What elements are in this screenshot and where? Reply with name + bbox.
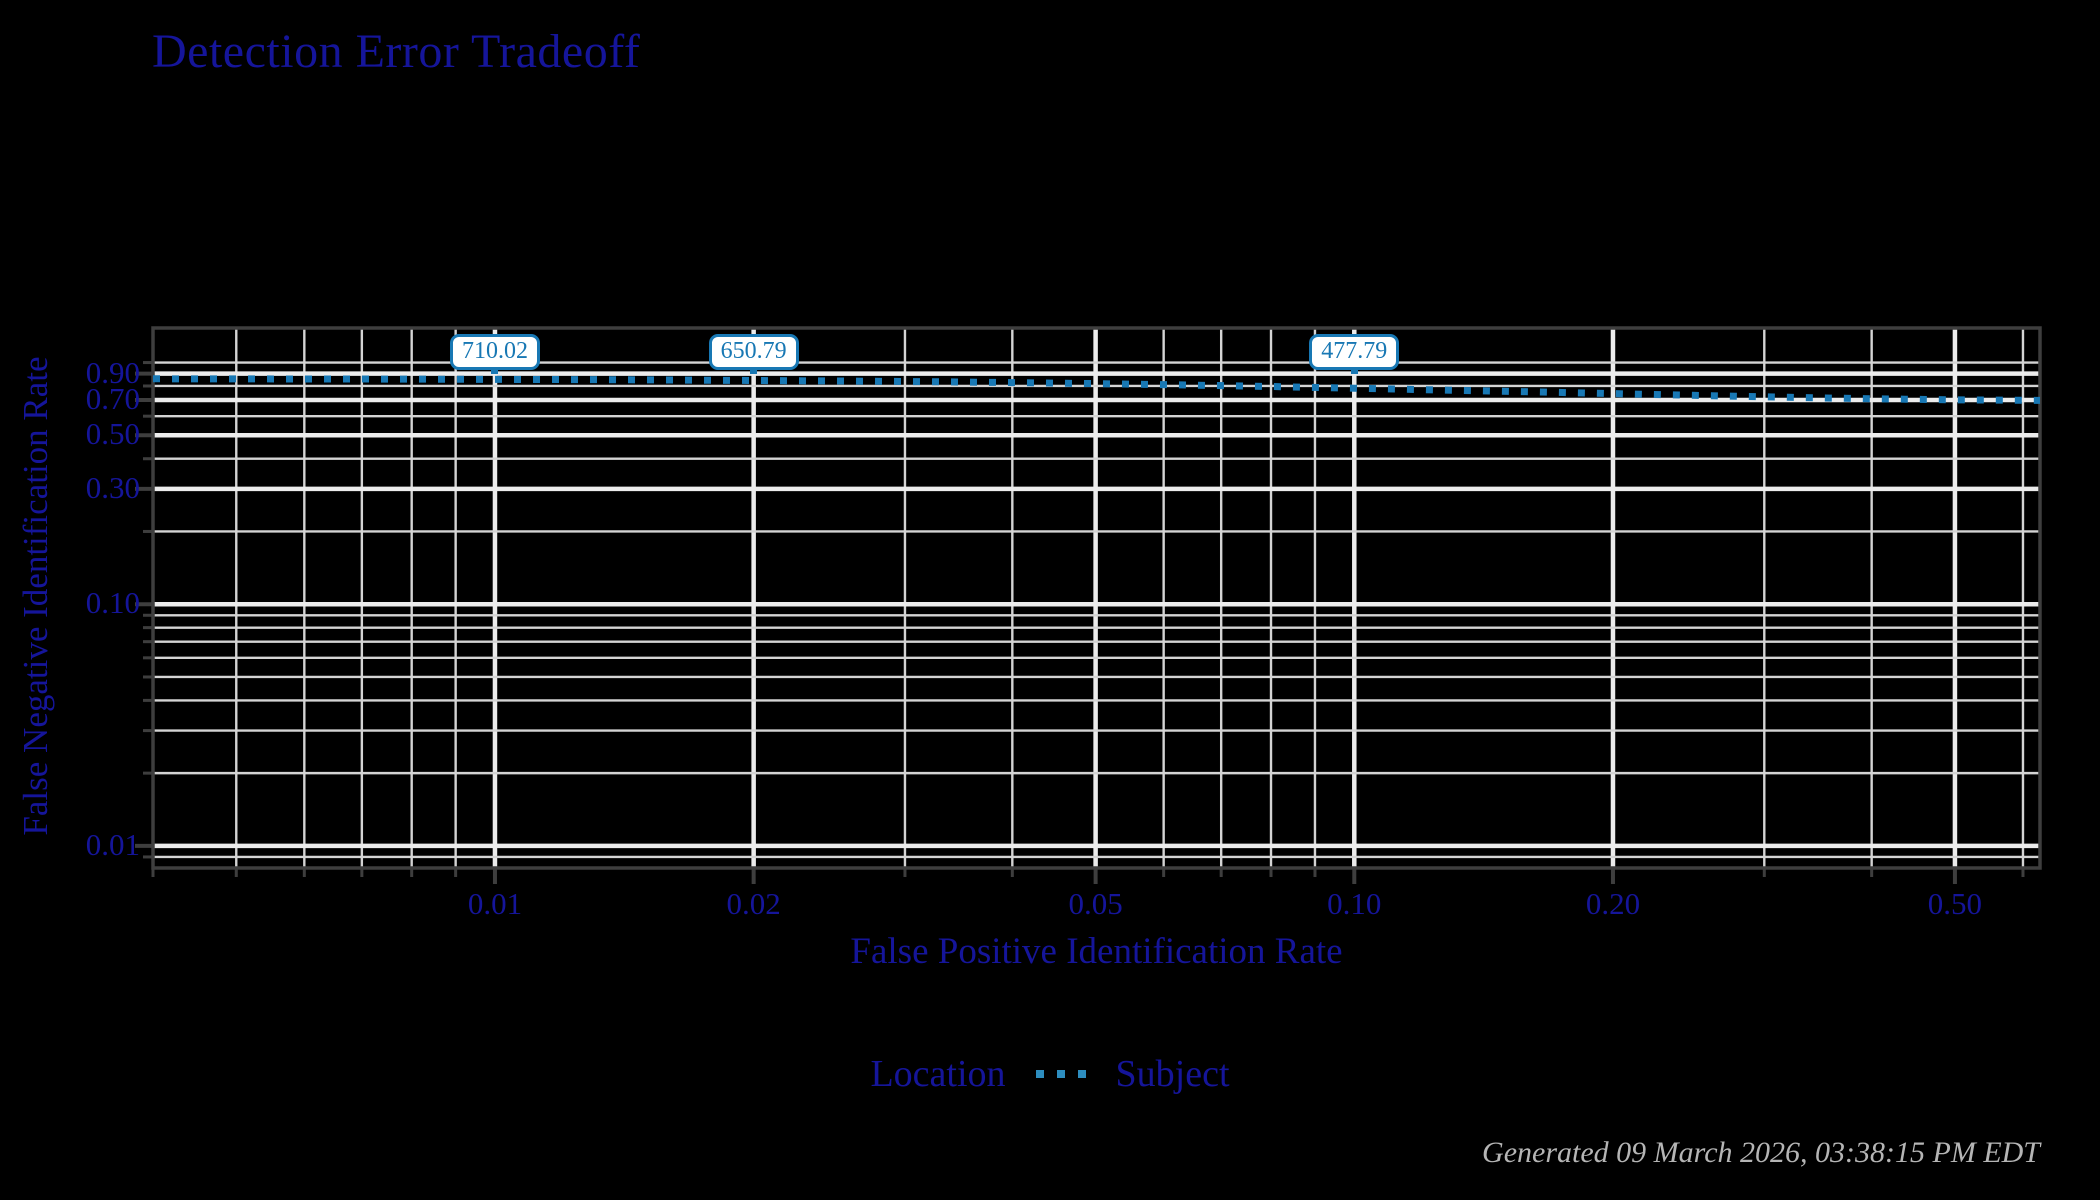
annotation-box: 477.79	[1309, 334, 1400, 370]
y-tick-label: 0.90	[85, 354, 140, 390]
annotation-box: 650.79	[708, 334, 799, 370]
annotation-pointer-icon	[1350, 367, 1358, 374]
y-tick-label: 0.30	[85, 469, 140, 505]
plot-border	[151, 326, 2042, 870]
legend-dot-icon	[1035, 1070, 1044, 1078]
y-tick-label: 0.70	[85, 380, 140, 416]
x-tick-label: 0.01	[467, 886, 523, 921]
annotation-pointer-icon	[750, 367, 758, 374]
legend-item-subject: Subject	[1035, 1052, 1230, 1096]
legend-dot-icon	[1077, 1070, 1086, 1078]
x-tick-label: 0.05	[1068, 886, 1123, 921]
legend-item-label: Subject	[1115, 1053, 1230, 1095]
x-tick-label: 0.50	[1927, 886, 1983, 921]
y-tick-label: 0.50	[85, 416, 140, 452]
x-axis-title: False Positive Identification Rate	[850, 931, 1343, 972]
x-tick-label: 0.02	[726, 886, 781, 921]
legend-dot-icon	[1056, 1070, 1065, 1078]
x-tick-label: 0.10	[1327, 886, 1382, 921]
plot-grid-and-curve	[135, 326, 2042, 884]
x-tick-label: 0.20	[1585, 886, 1641, 921]
annotation-box: 710.02	[449, 334, 540, 370]
legend-title: Location	[870, 1053, 1006, 1095]
legend: Location Subject	[0, 1052, 2100, 1096]
y-tick-label: 0.01	[85, 826, 140, 862]
generated-timestamp: Generated 09 March 2026, 03:38:15 PM EDT	[1482, 1136, 2040, 1169]
y-tick-label: 0.10	[85, 585, 140, 621]
plot-area	[135, 326, 2042, 884]
chart-title: Detection Error Tradeoff	[152, 25, 641, 78]
annotation-pointer-icon	[491, 367, 499, 374]
dotted-line-swatch-icon	[1035, 1070, 1086, 1078]
